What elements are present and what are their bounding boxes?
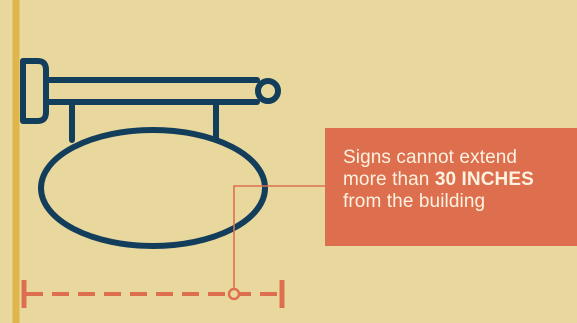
callout-line-1: Signs cannot extend	[343, 147, 567, 169]
callout-emphasis: 30 INCHES	[435, 169, 534, 190]
callout-line-3: from the building	[343, 191, 567, 213]
sign-board	[41, 130, 265, 246]
arm-end-ball	[258, 81, 278, 101]
callout-box: Signs cannot extend more than 30 INCHES …	[325, 128, 577, 246]
leader-line	[234, 186, 325, 289]
sign-arm	[54, 80, 257, 102]
hanging-oval-sign-icon	[23, 61, 278, 246]
leader-dot	[229, 289, 239, 299]
callout-line-2-prefix: more than	[343, 169, 435, 190]
callout-line-2: more than 30 INCHES	[343, 169, 567, 191]
wall-bracket	[23, 61, 46, 121]
